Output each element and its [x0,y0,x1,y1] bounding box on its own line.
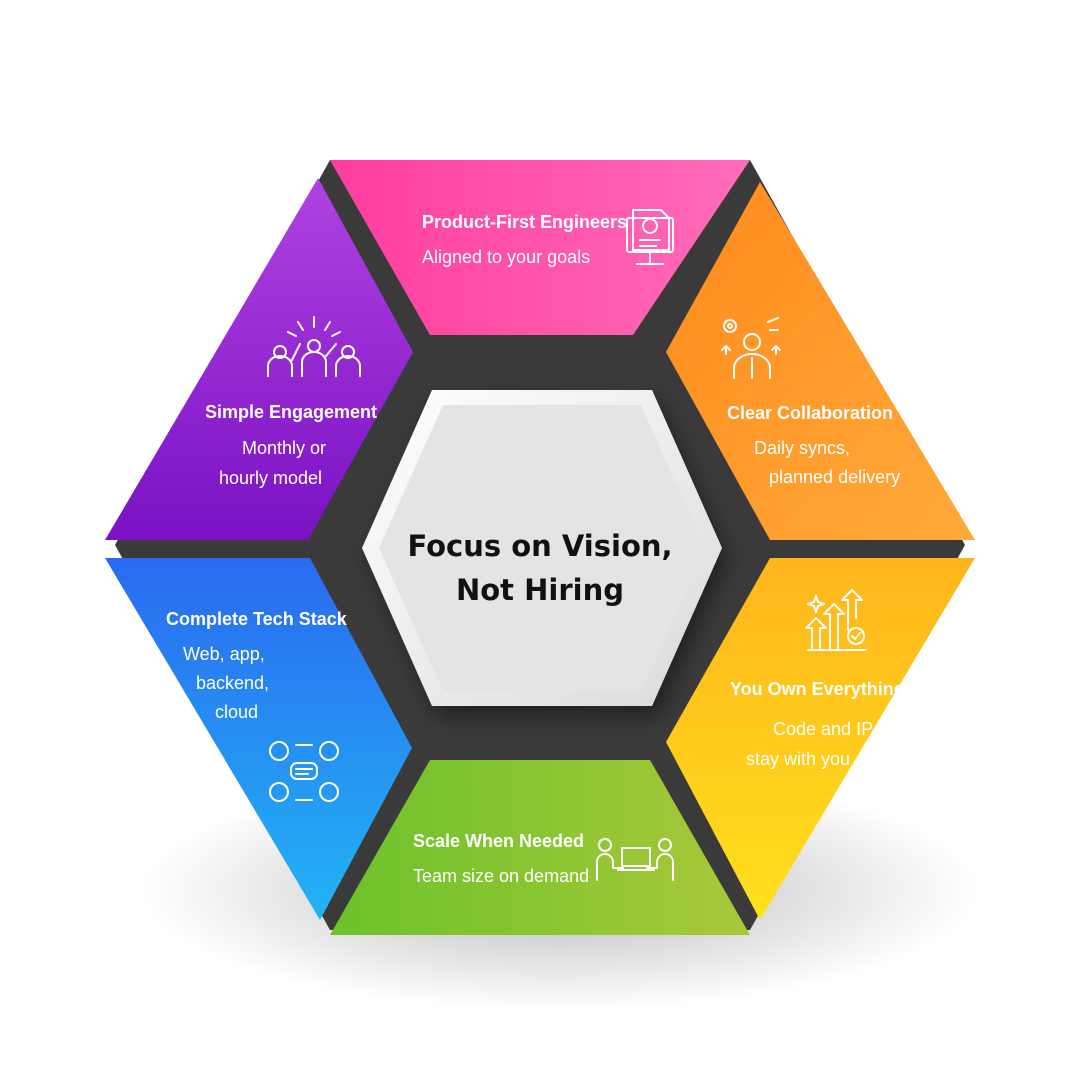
segment-desc-collab-2: planned delivery [769,467,900,487]
segment-scale[interactable] [330,760,750,935]
segment-desc-own-2: stay with you [746,749,850,769]
segment-desc-collab-1: Daily syncs, [754,438,850,458]
center-title-line2: Not Hiring [456,573,624,607]
segment-product[interactable] [330,160,750,335]
segment-desc-stack-3: cloud [215,702,258,722]
segment-desc-engage-2: hourly model [219,468,322,488]
segment-engage[interactable] [105,178,413,540]
team-meeting-icon [596,838,674,881]
segment-title-engage: Simple Engagement [205,402,377,422]
segment-title-scale: Scale When Needed [413,831,584,851]
invoice-monitor-icon [626,209,674,265]
segment-desc-scale: Team size on demand [413,866,589,886]
segment-desc-own-1: Code and IP [773,719,873,739]
segment-title-collab: Clear Collaboration [727,403,893,423]
segment-title-product: Product-First Engineers [422,212,627,232]
segment-desc-stack-1: Web, app, [183,644,265,664]
segment-desc-stack-2: backend, [196,673,269,693]
network-chat-icon [269,741,339,802]
segment-own[interactable] [666,558,975,920]
segment-stack[interactable] [105,558,412,920]
center-hexagon-inner [379,405,705,691]
engineer-gears-icon [721,317,781,379]
segment-desc-product: Aligned to your goals [422,247,590,267]
growth-arrows-icon [805,589,867,651]
celebrating-team-icon [267,316,361,377]
segment-title-stack: Complete Tech Stack [166,609,348,629]
center-title-line1: Focus on Vision, [407,529,672,563]
segment-title-own: You Own Everything [730,679,905,699]
segment-collab[interactable] [666,182,975,540]
segment-desc-engage-1: Monthly or [242,438,326,458]
